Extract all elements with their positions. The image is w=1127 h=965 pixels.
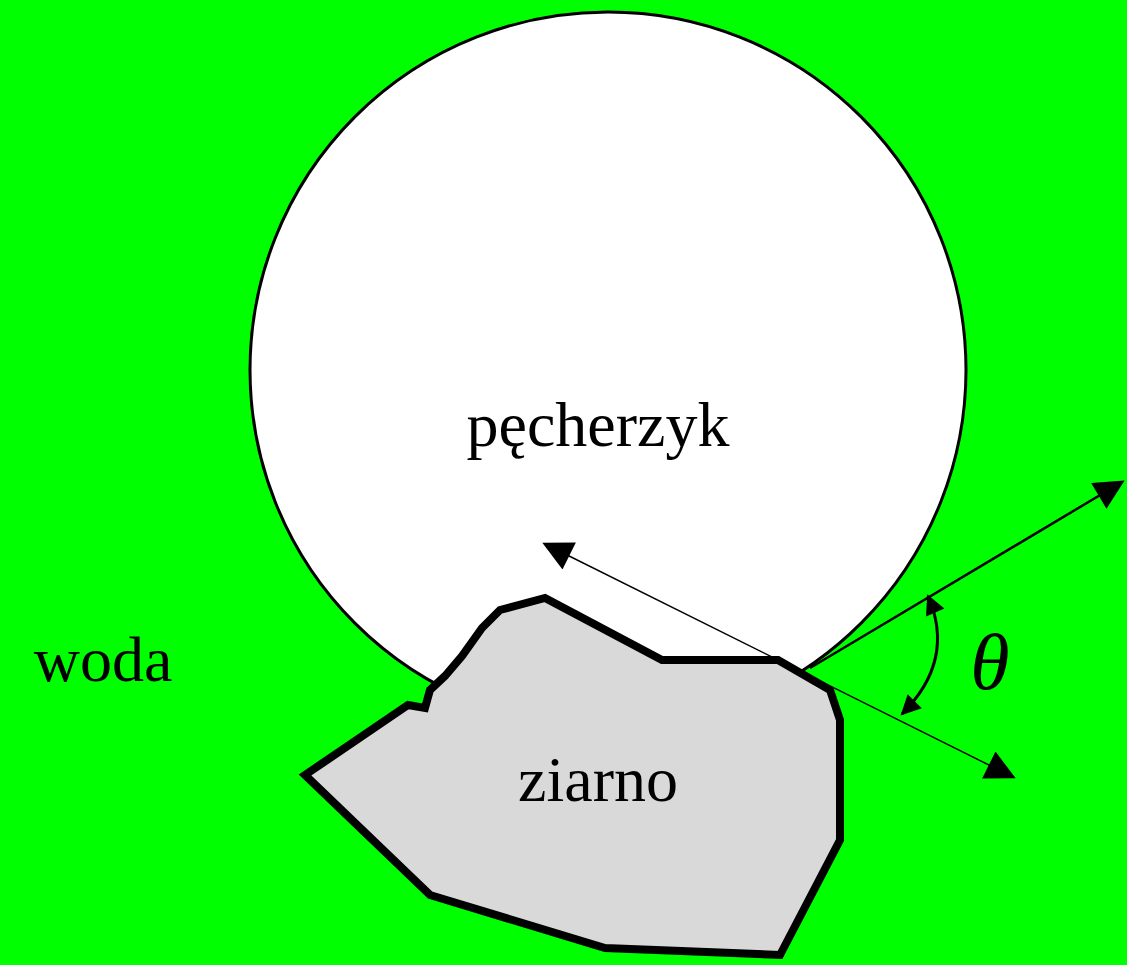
angle-symbol: θ <box>970 622 1009 702</box>
bubble-outline <box>248 10 968 730</box>
bubble-circle: pęcherzyk <box>248 10 968 730</box>
tangent-arrow <box>810 482 1122 668</box>
grain-shape: ziarno <box>300 592 848 964</box>
medium-label: woda <box>34 628 173 692</box>
angle-arc <box>902 596 938 714</box>
surface-arrow <box>545 544 1013 777</box>
shape-label: ziarno <box>518 748 678 812</box>
shape-label: pęcherzyk <box>467 393 730 457</box>
